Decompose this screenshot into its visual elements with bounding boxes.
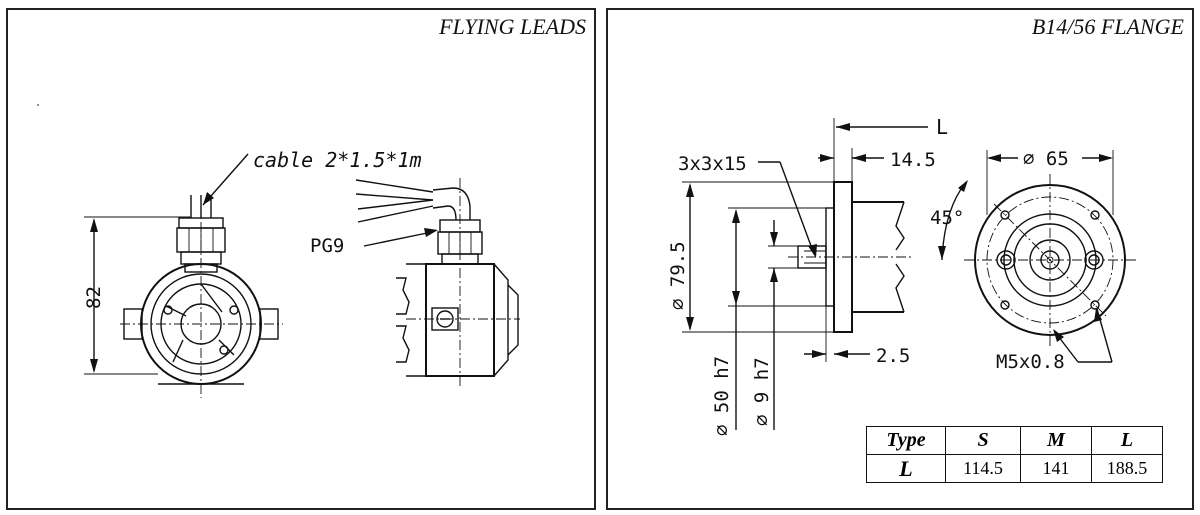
table-row-label: L — [866, 454, 946, 483]
spigot-depth-label: 2.5 — [876, 345, 910, 367]
table-cell: 188.5 — [1091, 454, 1163, 483]
flying-leads-title: FLYING LEADS — [439, 14, 586, 39]
table-cell: 141 — [1020, 454, 1092, 483]
flying-leads-drawing: cable 2*1.5*1m PG9 82 — [37, 104, 520, 398]
gland-label: PG9 — [310, 235, 344, 257]
table-cell: 114.5 — [945, 454, 1021, 483]
table-row: L 114.5 141 188.5 — [866, 454, 1163, 483]
flange-drawing: L 3x3x15 14.5 ∅ 65 45° ∅ 79.5 ∅ 50 h7 ∅ … — [667, 115, 1136, 436]
thread-label: M5x0.8 — [996, 351, 1065, 373]
table-header-cell: L — [1091, 426, 1163, 455]
flying-leads-panel: FLYING LEADS — [6, 8, 596, 510]
side-view — [355, 178, 520, 386]
flange-thickness-label: 14.5 — [890, 149, 936, 171]
length-label: L — [936, 115, 948, 139]
cable-label: cable 2*1.5*1m — [253, 148, 422, 172]
height-label: 82 — [83, 286, 105, 309]
flange-side-view — [682, 118, 928, 430]
shaft-label: ∅ 9 h7 — [751, 357, 773, 426]
type-length-table: Type S M L L 114.5 141 188.5 — [866, 426, 1163, 483]
table-header-cell: S — [945, 426, 1021, 455]
bolt-circle-label: ∅ 65 — [1023, 148, 1069, 170]
table-header-cell: Type — [866, 426, 946, 455]
flange-front-view — [938, 150, 1136, 363]
key-label: 3x3x15 — [678, 153, 747, 175]
flange-dia-label: ∅ 79.5 — [667, 241, 689, 310]
table-header-row: Type S M L — [866, 426, 1163, 455]
spigot-label: ∅ 50 h7 — [711, 356, 733, 436]
table-header-cell: M — [1020, 426, 1092, 455]
front-view — [84, 153, 283, 398]
flange-title: B14/56 FLANGE — [1031, 14, 1184, 39]
flange-panel: B14/56 FLANGE — [606, 8, 1194, 510]
angle-label: 45° — [930, 207, 964, 229]
